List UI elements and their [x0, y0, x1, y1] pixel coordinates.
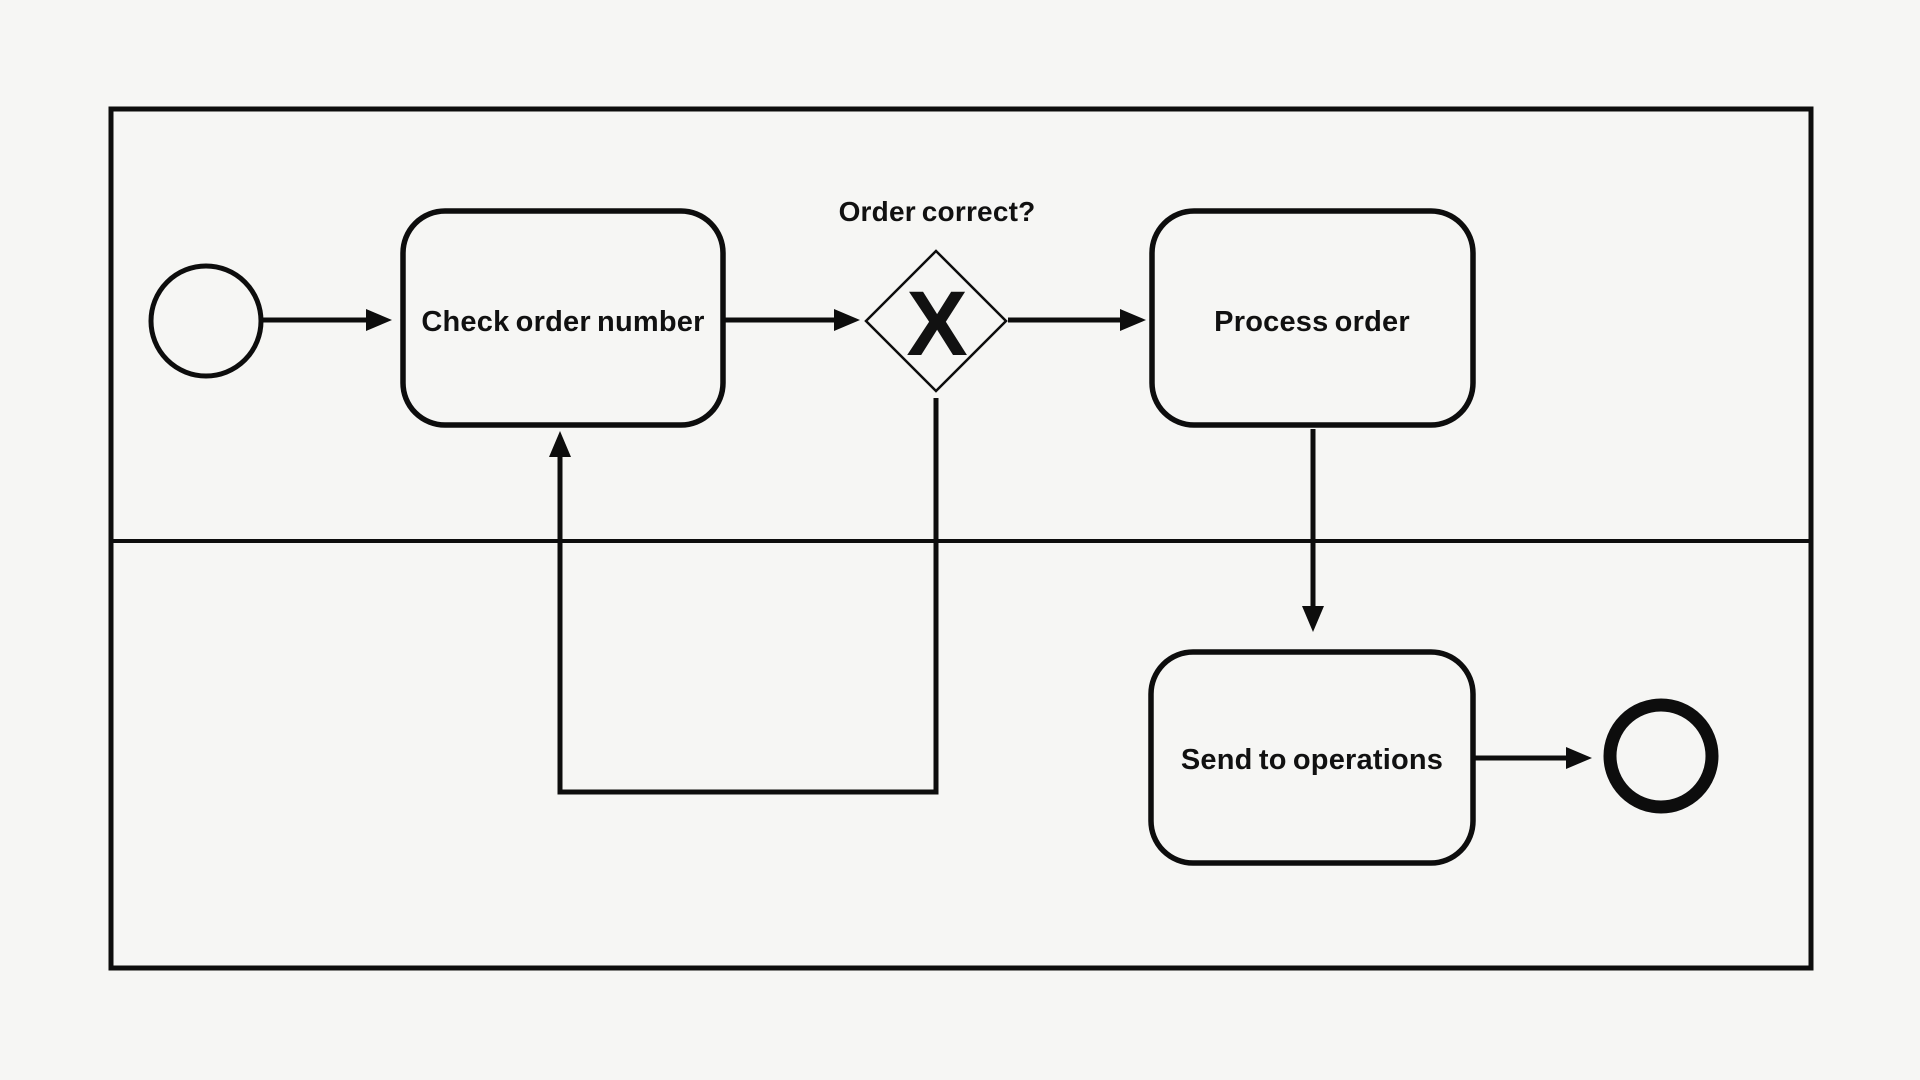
task-check-order-number: [400, 208, 726, 428]
arrowhead-icon: [549, 431, 571, 457]
exclusive-gateway-diamond: [864, 249, 1008, 393]
arrowhead-icon: [366, 309, 392, 331]
arrowhead-icon: [1302, 606, 1324, 632]
xor-gateway-x-icon: X: [906, 273, 967, 375]
arrowhead-icon: [1566, 747, 1592, 769]
task-label-check-order-number: Check order number: [421, 306, 704, 338]
task-label-process-order: Process order: [1214, 306, 1410, 338]
start-event-circle: [148, 263, 264, 379]
pool-boundary: [108, 106, 1814, 971]
arrowhead-icon: [1120, 309, 1146, 331]
flow-gateway-loopback: [557, 398, 939, 795]
arrowhead-icon: [834, 309, 860, 331]
end-event-circle: [1603, 698, 1719, 814]
task-process-order: [1149, 208, 1476, 428]
gateway-question-label: Order correct?: [839, 196, 1036, 227]
task-send-to-operations: [1148, 649, 1476, 866]
task-label-send-to-operations: Send to operations: [1181, 744, 1443, 776]
